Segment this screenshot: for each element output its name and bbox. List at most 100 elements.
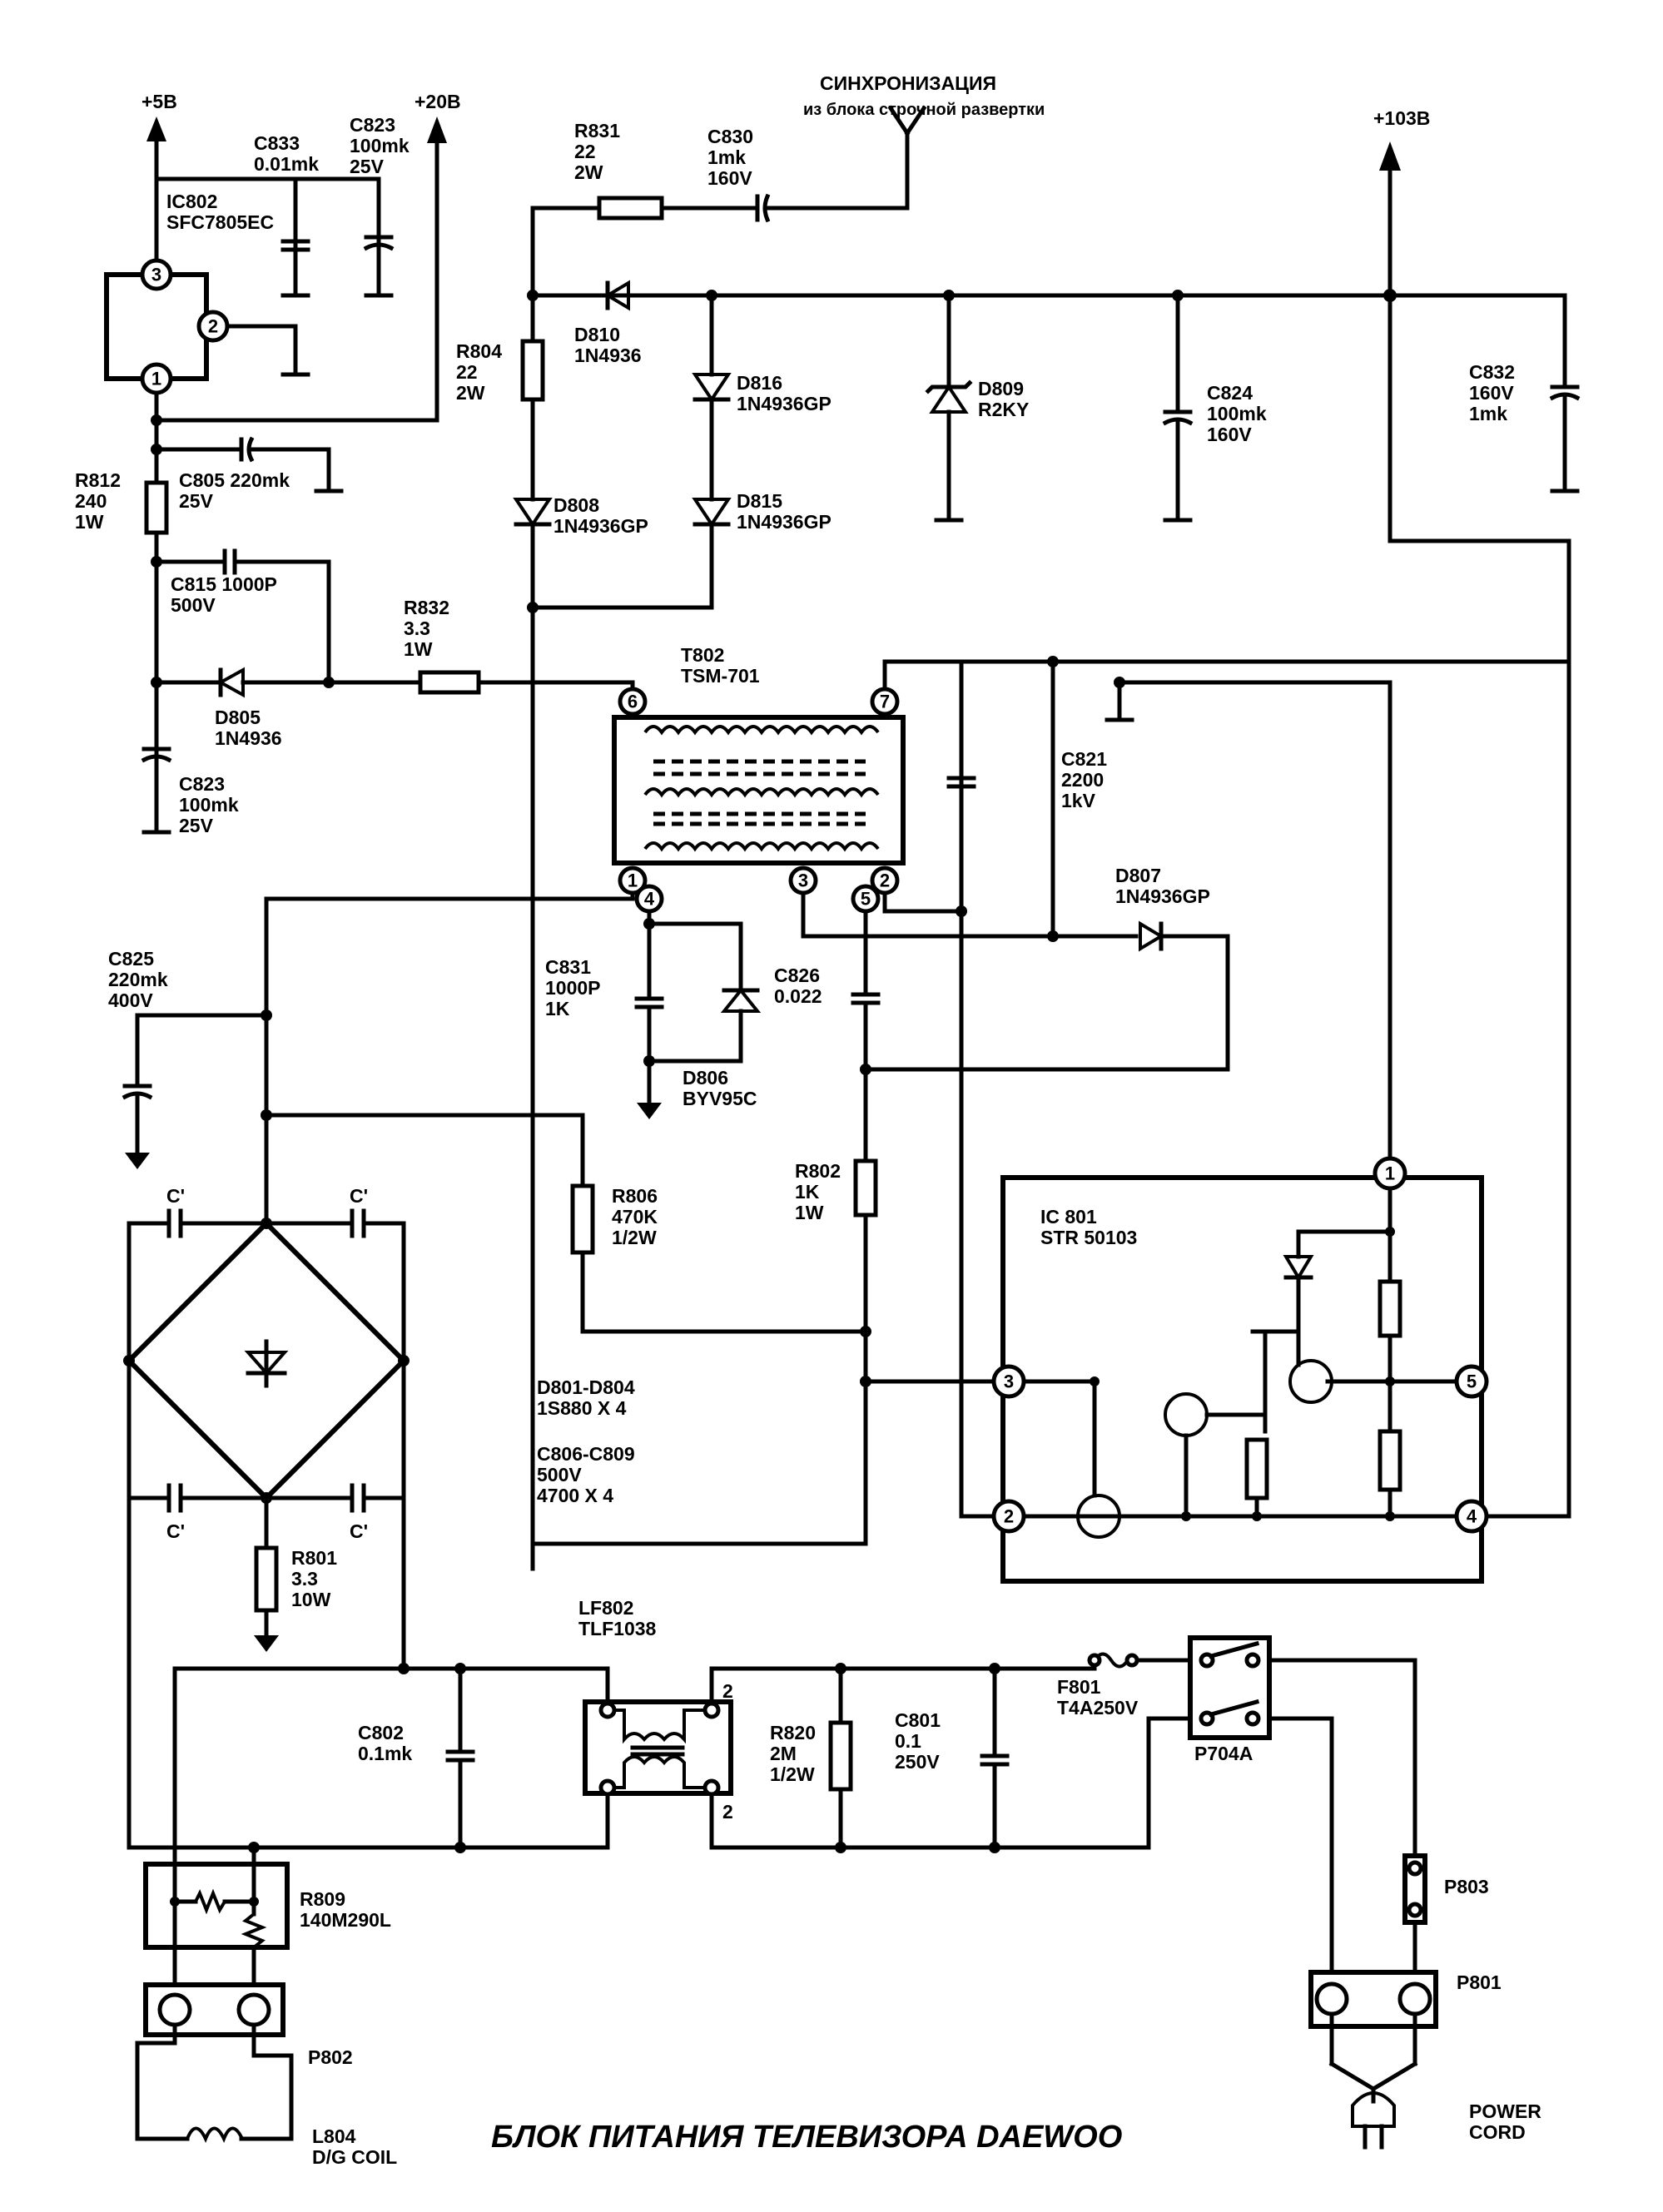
label: R809 [300, 1888, 345, 1910]
label: C815 1000P [171, 573, 277, 595]
label: 25V [179, 815, 214, 836]
label: D807 [1115, 865, 1161, 886]
rail-label-103v: +103В [1373, 107, 1430, 129]
label: P802 [308, 2046, 353, 2068]
pin-label: 3 [151, 265, 161, 285]
transformer-t802 [612, 663, 906, 914]
label: 0.1 [895, 1730, 921, 1752]
sync-title: СИНХРОНИЗАЦИЯ [820, 72, 996, 94]
label: C821 [1061, 748, 1107, 770]
label: C' [166, 1185, 185, 1207]
label: C801 [895, 1709, 941, 1731]
label: 1W [404, 638, 433, 660]
label: R801 [291, 1547, 337, 1569]
label: POWER [1469, 2100, 1541, 2122]
label: 400V [108, 989, 153, 1011]
pin-label: 3 [1004, 1371, 1014, 1392]
label: 25V [350, 156, 385, 177]
label: C823 [350, 114, 395, 136]
coil-icon [186, 2126, 244, 2143]
component-labels: +5В +20В +103В СИНХРОНИЗАЦИЯ из блока ст… [75, 72, 1541, 2168]
arrow-up-icon [427, 117, 447, 143]
label: TSM-701 [681, 665, 760, 687]
label: 1kV [1061, 790, 1096, 811]
label: 2W [456, 382, 485, 404]
power-plug-icon [1351, 2091, 1396, 2128]
label: R806 [612, 1185, 658, 1207]
label: IC802 [166, 191, 217, 212]
pin-label: 2 [1004, 1506, 1014, 1527]
rail-label-5v: +5В [141, 91, 177, 112]
label: T802 [681, 644, 724, 666]
label: R802 [795, 1160, 841, 1182]
arrow-up-icon [1379, 141, 1401, 171]
label: 1W [75, 511, 104, 533]
pin-label: 6 [628, 692, 638, 712]
label: C824 [1207, 382, 1253, 404]
label: SFC7805EC [166, 211, 274, 233]
label: 470K [612, 1206, 658, 1228]
label: 0.1mk [358, 1743, 412, 1764]
label: 1/2W [770, 1763, 815, 1785]
label: D815 [737, 490, 782, 512]
label: D805 [215, 707, 261, 728]
label: D816 [737, 372, 782, 394]
label: 2 [722, 1801, 733, 1823]
pin-label: 4 [1467, 1506, 1477, 1527]
label: 2200 [1061, 769, 1104, 791]
label: CORD [1469, 2121, 1526, 2143]
pin-label: 3 [798, 870, 808, 891]
rail-label-20v: +20В [415, 91, 461, 112]
pin-label: 5 [861, 889, 871, 910]
label: 2 [722, 1680, 733, 1702]
label: D809 [978, 378, 1024, 399]
label: C833 [254, 132, 300, 154]
label: C805 220mk [179, 469, 290, 491]
label: 22 [456, 361, 478, 383]
label: C826 [774, 965, 820, 986]
label: C830 [707, 126, 753, 147]
pin-label: 5 [1467, 1371, 1477, 1392]
pin-label: 2 [880, 870, 890, 891]
label: D810 [574, 324, 620, 345]
label: 500V [171, 594, 216, 616]
label: 100mk [350, 135, 410, 156]
label: 140M290L [300, 1909, 391, 1931]
pin-label: 1 [1385, 1163, 1395, 1184]
label: 1N4936GP [737, 511, 832, 533]
label: 100mk [179, 794, 239, 816]
label: 4700 X 4 [537, 1485, 613, 1506]
label: L804 [312, 2125, 356, 2147]
label: 100mk [1207, 403, 1267, 424]
label: 160V [707, 167, 752, 189]
label: 1N4936GP [1115, 885, 1210, 907]
label: STR 50103 [1040, 1227, 1137, 1248]
label: P803 [1444, 1876, 1489, 1897]
rectifier-103v-section [513, 105, 1581, 1571]
label: P704A [1194, 1743, 1253, 1764]
pin-label: 1 [628, 870, 638, 891]
label: D808 [554, 494, 599, 516]
pin-label: 7 [880, 692, 890, 712]
pin-label: 2 [208, 316, 218, 337]
label: 3.3 [404, 617, 430, 639]
sync-subtitle: из блока строчной развертки [803, 101, 1045, 119]
label: 1S880 X 4 [537, 1397, 627, 1419]
label: P801 [1457, 1971, 1502, 1993]
label: D801-D804 [537, 1376, 635, 1398]
label: C' [166, 1520, 185, 1542]
label: 22 [574, 141, 596, 162]
label: R812 [75, 469, 121, 491]
label: F801 [1057, 1676, 1101, 1698]
ic802-regulator-section [104, 117, 635, 835]
primary-section [122, 656, 1571, 1546]
label: 500V [537, 1464, 582, 1485]
arrow-up-icon [146, 117, 166, 141]
label: R831 [574, 120, 620, 141]
label: 160V [1207, 424, 1252, 445]
label: 2M [770, 1743, 797, 1764]
label: 1N4936GP [554, 515, 648, 537]
label: 1N4936 [215, 727, 282, 749]
pin-label: 4 [644, 889, 655, 910]
diagram-title: БЛОК ПИТАНИЯ ТЕЛЕВИЗОРА DAEWOO [491, 2120, 1122, 2155]
